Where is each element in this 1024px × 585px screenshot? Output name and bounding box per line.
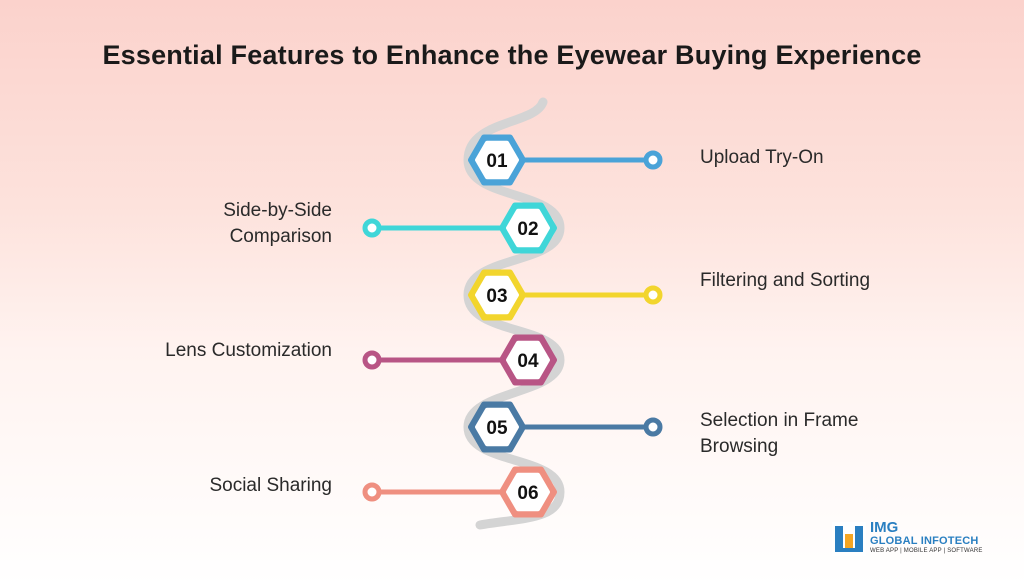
step-label-02: Side-by-Side Comparison bbox=[223, 200, 332, 247]
step-label-01: Upload Try-On bbox=[700, 147, 824, 168]
hexagon-inner bbox=[506, 472, 550, 512]
hexagon-inner bbox=[475, 407, 519, 447]
step-label-05: Selection in Frame Browsing bbox=[700, 410, 859, 457]
step-node-06: 06 bbox=[362, 466, 557, 518]
step-number: 01 bbox=[486, 151, 508, 172]
endpoint-dot bbox=[643, 285, 663, 305]
step-label-06: Social Sharing bbox=[209, 475, 332, 496]
step-node-04: 04 bbox=[362, 334, 557, 386]
step-node-05: 05 bbox=[468, 401, 663, 453]
page-title: Essential Features to Enhance the Eyewea… bbox=[102, 40, 922, 70]
step-number: 04 bbox=[517, 351, 539, 372]
endpoint-dot bbox=[362, 350, 382, 370]
step-number: 03 bbox=[486, 286, 507, 307]
logo-mark-icon bbox=[832, 522, 866, 556]
hexagon-inner bbox=[506, 340, 550, 380]
step-label-03: Filtering and Sorting bbox=[700, 270, 871, 291]
logo-company: GLOBAL INFOTECH bbox=[870, 535, 979, 547]
logo-brand: IMG bbox=[870, 519, 899, 536]
endpoint-dot bbox=[362, 482, 382, 502]
step-node-03: 03 bbox=[468, 269, 663, 321]
step-number: 06 bbox=[517, 483, 538, 504]
logo-tagline: WEB APP | MOBILE APP | SOFTWARE bbox=[870, 548, 983, 554]
endpoint-dot bbox=[362, 218, 382, 238]
hexagon-inner bbox=[506, 208, 550, 248]
company-logo: IMG GLOBAL INFOTECH WEB APP | MOBILE APP… bbox=[832, 520, 1002, 558]
step-node-01: 01 bbox=[468, 134, 663, 186]
endpoint-dot bbox=[643, 150, 663, 170]
step-number: 02 bbox=[517, 219, 538, 240]
step-label-04: Lens Customization bbox=[165, 340, 332, 361]
endpoint-dot bbox=[643, 417, 663, 437]
step-node-02: 02 bbox=[362, 202, 557, 254]
hexagon-inner bbox=[475, 275, 519, 315]
step-number: 05 bbox=[486, 418, 508, 439]
hexagon-inner bbox=[475, 140, 519, 180]
